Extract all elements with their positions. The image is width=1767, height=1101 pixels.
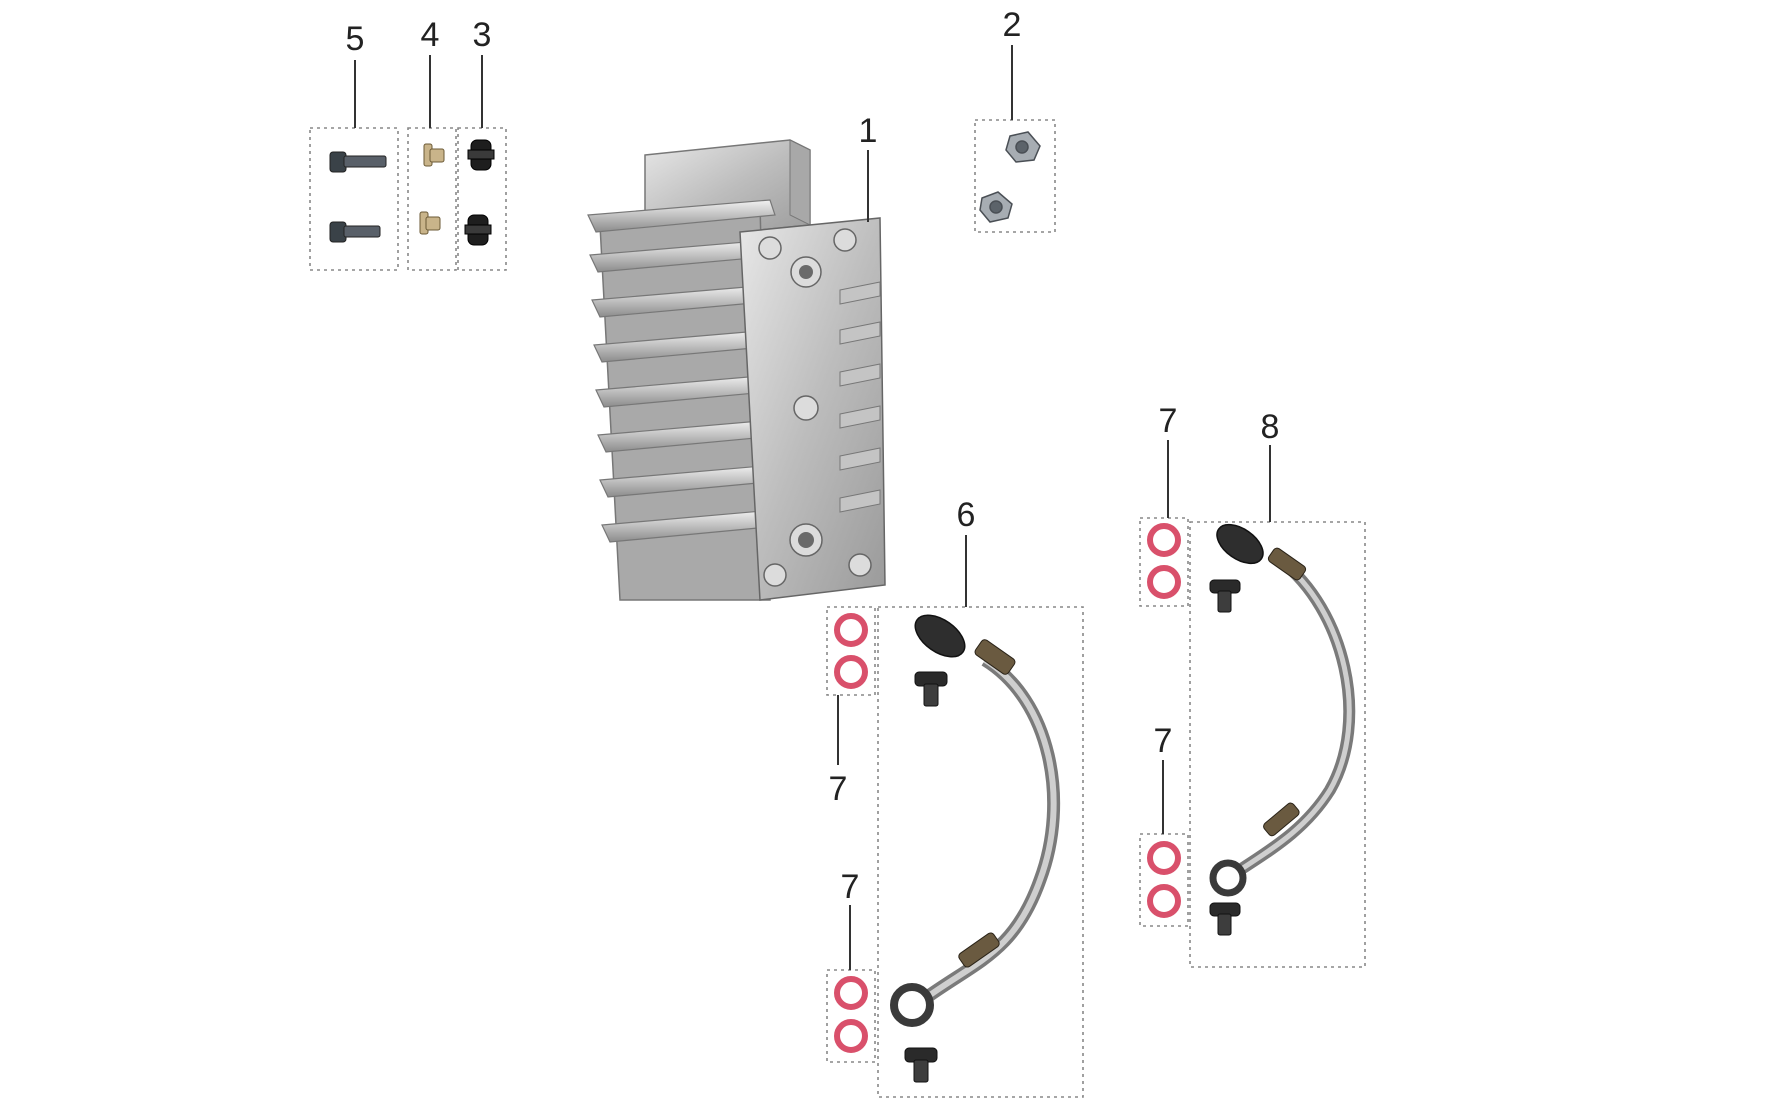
callout-8: 8 xyxy=(1261,408,1280,446)
part-8-group-box xyxy=(1189,521,1366,968)
part-6-group-box xyxy=(877,606,1084,1098)
part-7-group-box-upper-right xyxy=(1139,517,1189,607)
collar-bushing-icon xyxy=(419,143,445,235)
flange-bolt-icon xyxy=(329,151,387,243)
callout-7-right-upper: 7 xyxy=(1159,402,1178,440)
part-4-group-box xyxy=(407,127,457,271)
callout-6: 6 xyxy=(957,496,976,534)
callout-7-left-lower: 7 xyxy=(841,868,860,906)
callout-7-right-lower: 7 xyxy=(1154,722,1173,760)
leader-lines xyxy=(354,45,1271,970)
part-7-group-box-upper-left xyxy=(826,606,876,696)
oil-hose-assembly-icon xyxy=(890,614,1061,1027)
oil-cooler-radiator-icon xyxy=(587,139,886,601)
oil-hose-assembly-icon xyxy=(1209,523,1356,897)
banjo-bolt-icon xyxy=(904,671,948,1083)
callout-5: 5 xyxy=(346,20,365,58)
rubber-grommet-icon xyxy=(464,139,495,246)
callout-2: 2 xyxy=(1003,6,1022,44)
callout-3: 3 xyxy=(473,16,492,54)
copper-washer-icon xyxy=(834,613,868,1053)
flange-nut-icon xyxy=(979,131,1041,223)
part-2-group-box xyxy=(974,119,1056,233)
callout-4: 4 xyxy=(421,16,440,54)
part-5-group-box xyxy=(309,127,399,271)
banjo-bolt-icon xyxy=(1209,579,1241,936)
callout-1: 1 xyxy=(859,112,878,150)
copper-washer-icon xyxy=(1147,523,1181,918)
callout-7-left-upper: 7 xyxy=(829,770,848,808)
